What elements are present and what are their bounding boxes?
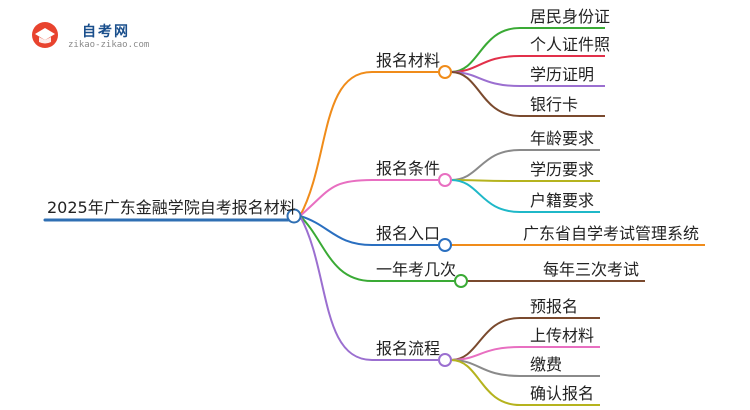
times-node-circle [454, 274, 468, 288]
edge-materials-1 [450, 27, 521, 73]
materials-node-circle [438, 65, 452, 79]
leaf-confirm-registration[interactable]: 确认报名 [530, 384, 595, 403]
branch-materials[interactable]: 报名材料 [376, 51, 441, 70]
root-node-circle [286, 208, 302, 224]
logo-url: zikao-zikao.com [68, 40, 150, 50]
branch-times[interactable]: 一年考几次 [376, 260, 457, 279]
leaf-photo[interactable]: 个人证件照 [530, 35, 611, 54]
leaf-registration-system[interactable]: 广东省自学考试管理系统 [523, 224, 700, 243]
branch-conditions[interactable]: 报名条件 [376, 159, 441, 178]
branch-entry[interactable]: 报名入口 [376, 224, 441, 243]
leaf-bank-card[interactable]: 银行卡 [530, 95, 579, 114]
leaf-education-proof[interactable]: 学历证明 [530, 65, 595, 84]
logo-title: 自考网 [82, 24, 130, 40]
edge-conditions-3 [450, 179, 521, 213]
edge-root-times [299, 215, 373, 282]
leaf-three-exams[interactable]: 每年三次考试 [543, 260, 640, 279]
root-node[interactable]: 2025年广东金融学院自考报名材料 [47, 198, 296, 217]
leaf-id-card[interactable]: 居民身份证 [530, 7, 611, 26]
edge-process-4 [450, 359, 521, 406]
edge-root-entry [299, 215, 373, 246]
conditions-node-circle [438, 173, 452, 187]
leaf-pre-registration[interactable]: 预报名 [530, 297, 579, 316]
leaf-education-requirement[interactable]: 学历要求 [530, 160, 595, 179]
process-node-circle [438, 353, 452, 367]
leaf-upload-materials[interactable]: 上传材料 [530, 326, 595, 345]
edge-root-materials [299, 71, 373, 217]
entry-node-circle [438, 238, 452, 252]
edge-materials-4 [450, 71, 521, 117]
branch-process[interactable]: 报名流程 [376, 339, 441, 358]
edge-root-process [299, 215, 373, 361]
site-logo[interactable]: 自考网 zikao-zikao.com [30, 20, 150, 56]
leaf-residency-requirement[interactable]: 户籍要求 [530, 191, 595, 210]
edge-conditions-1 [450, 149, 521, 181]
graduation-cap-icon [32, 22, 58, 48]
edge-process-1 [450, 317, 521, 361]
leaf-age-requirement[interactable]: 年龄要求 [530, 129, 595, 148]
leaf-payment[interactable]: 缴费 [530, 355, 563, 374]
edge-root-conditions [299, 179, 373, 217]
